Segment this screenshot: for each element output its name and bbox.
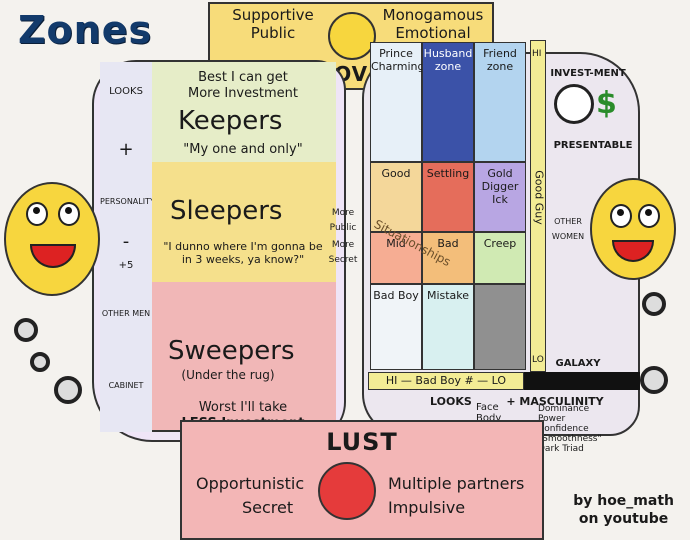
keepers-top-text: Best I can get [158, 70, 328, 85]
grid-cell-mistake: Mistake [422, 284, 474, 370]
credit-line-1: by hoe_math [573, 492, 674, 510]
keepers-zone: Best I can get More Investment Keepers "… [152, 62, 336, 164]
good-guy-axis: HI Good Guy LO [530, 40, 546, 372]
looks-right-label: LOOKS [430, 394, 470, 409]
ring-icon-4 [642, 292, 666, 316]
page-title: Zones [18, 8, 152, 52]
lust-right-2: Impulsive [388, 498, 465, 517]
sleepers-quote: "I dunno where I'm gonna be in 3 weeks, … [158, 240, 328, 266]
credit-line-2: on youtube [573, 510, 674, 528]
sweepers-sub: (Under the rug) [168, 368, 288, 383]
bad-boy-axis: HI — Bad Boy # — LO [368, 372, 640, 390]
presentable-label: PRESENTABLE [548, 138, 638, 153]
angel-face-icon [328, 12, 376, 60]
grid-cell-prince-charming: Prince Charming [370, 42, 422, 162]
sweepers-zone: Sweepers (Under the rug) Worst I'll take… [152, 282, 336, 432]
personality-label: PERSONALITY [100, 194, 152, 209]
love-top-right-2: Emotional [378, 26, 488, 41]
love-top-left-2: Public [218, 26, 328, 41]
grid-cell-friend-zone: Friend zone [474, 42, 526, 162]
left-attributes-column: LOOKS + PERSONALITY - +5 OTHER MEN CABIN… [100, 62, 154, 432]
keepers-quote: "My one and only" [158, 142, 328, 157]
galaxy-label: GALAXY [548, 356, 608, 371]
right-face-icon [590, 178, 676, 280]
dollar-icon: $ [596, 86, 617, 121]
lust-label: LUST [312, 428, 412, 456]
more-public-label: More Public [322, 206, 364, 236]
ring-icon-2 [30, 352, 50, 372]
good-guy-lo-label: LO [532, 355, 544, 365]
ring-icon-1 [14, 318, 38, 342]
grid-cell-creep: Creep [474, 232, 526, 284]
clock-icon [554, 84, 594, 124]
bad-boy-axis-label: HI — Bad Boy # — LO [368, 372, 524, 390]
more-secret-label: More Secret [322, 238, 364, 268]
grid-cell-gold-digger: Gold Digger Ick [474, 162, 526, 232]
good-guy-label: Good Guy [533, 158, 546, 238]
ring-icon-3 [54, 376, 82, 404]
devil-face-icon [318, 462, 376, 520]
sleepers-zone: Sleepers "I dunno where I'm gonna be in … [152, 162, 336, 284]
masculinity-list: Dominance Power Confidence "Smoothness" … [538, 404, 618, 454]
grid-cell-ghost [474, 284, 526, 370]
lust-panel: LUST Opportunistic Secret Multiple partn… [180, 420, 544, 540]
love-top-left: Supportive [218, 8, 328, 23]
ring-icon-5 [640, 366, 668, 394]
grid-cell-husband-zone: Husband zone [422, 42, 474, 162]
credit: by hoe_math on youtube [573, 492, 674, 528]
plus-sign: + [100, 142, 152, 157]
lust-right-1: Multiple partners [388, 474, 524, 493]
sleepers-title: Sleepers [170, 196, 282, 226]
minus-sign: - [100, 234, 152, 249]
grid-cell-settling: Settling [422, 162, 474, 232]
plus-five-label: +5 [100, 258, 152, 273]
grid-cell-bad-boy: Bad Boy [370, 284, 422, 370]
other-men-label: OTHER MEN [100, 306, 152, 321]
keepers-title: Keepers [178, 106, 282, 136]
sweepers-bottom: Worst I'll take [158, 400, 328, 415]
good-guy-hi-label: HI [532, 49, 541, 59]
lust-left-1: Opportunistic [196, 474, 304, 493]
looks-label: LOOKS [100, 84, 152, 99]
lust-left-2: Secret [242, 498, 293, 517]
love-top-right: Monogamous [378, 8, 488, 23]
keepers-top-text-2: More Investment [158, 86, 328, 101]
other-women-label: OTHER WOMEN [548, 214, 588, 244]
cabinet-label: CABINET [100, 378, 152, 393]
left-face-icon [4, 182, 100, 296]
sweepers-title: Sweepers [168, 336, 295, 366]
investment-label: INVEST-MENT [548, 66, 628, 81]
